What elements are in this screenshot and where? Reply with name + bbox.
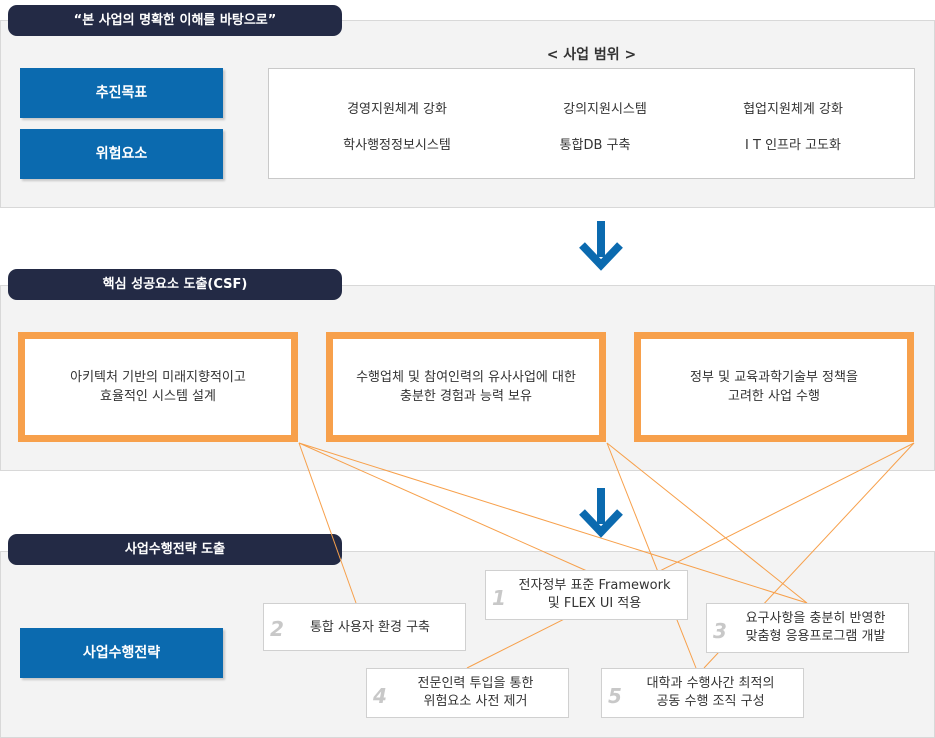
strategy-text: 및 FLEX UI 적용	[547, 596, 642, 611]
scope-item: 강의지원시스템	[563, 102, 647, 117]
scope-item: 학사행정정보시스템	[343, 138, 451, 153]
csf-text: 수행업체 및 참여인력의 유사사업에 대한	[356, 370, 576, 385]
down-arrow-icon	[579, 488, 623, 538]
strategy-text: 공동 수행 조직 구성	[656, 694, 765, 709]
section3-tab: 사업수행전략 도출	[8, 534, 342, 565]
section2-tab: 핵심 성공요소 도출(CSF)	[8, 269, 342, 300]
strategy-text: 통합 사용자 환경 구축	[309, 620, 431, 635]
down-arrow-icon	[579, 221, 623, 271]
scope-box	[268, 68, 915, 179]
strategy-box-3: 3 요구사항을 충분히 반영한 맞춤형 응용프로그램 개발	[706, 603, 909, 653]
csf-text: 정부 및 교육과학기술부 정책을	[690, 370, 858, 385]
strategy-number: 3	[713, 619, 727, 643]
csf-text: 고려한 사업 수행	[727, 389, 820, 404]
strategy-text: 요구사항을 충분히 반영한	[745, 611, 886, 626]
strategy-button[interactable]: 사업수행전략	[20, 628, 223, 678]
risk-button[interactable]: 위험요소	[20, 129, 223, 179]
scope-title: < 사업 범위 >	[546, 47, 637, 63]
strategy-box-2: 2 통합 사용자 환경 구축	[263, 603, 466, 651]
scope-item: I T 인프라 고도화	[745, 138, 841, 153]
strategy-text: 전자정부 표준 Framework	[518, 578, 671, 593]
scope-item: 경영지원체계 강화	[347, 102, 447, 117]
strategy-text: 위험요소 사전 제거	[423, 694, 528, 709]
strategy-number: 4	[373, 684, 387, 708]
strategy-box-5: 5 대학과 수행사간 최적의 공동 수행 조직 구성	[601, 668, 804, 718]
strategy-number: 5	[608, 684, 622, 708]
strategy-box-4: 4 전문인력 투입을 통한 위험요소 사전 제거	[366, 668, 569, 718]
strategy-text: 전문인력 투입을 통한	[417, 676, 534, 691]
strategy-number: 2	[270, 617, 284, 641]
strategy-text: 맞춤형 응용프로그램 개발	[745, 629, 886, 644]
scope-item: 통합DB 구축	[559, 138, 631, 153]
strategy-box-1: 1 전자정부 표준 Framework 및 FLEX UI 적용	[485, 570, 688, 620]
goal-button[interactable]: 추진목표	[20, 68, 223, 118]
section1-tab: “본 사업의 명확한 이해를 바탕으로”	[8, 5, 342, 36]
csf-text: 효율적인 시스템 설계	[100, 389, 216, 404]
strategy-number: 1	[492, 586, 506, 610]
strategy-text: 대학과 수행사간 최적의	[646, 676, 775, 691]
scope-item: 협업지원체계 강화	[743, 102, 843, 117]
csf-text: 아키텍처 기반의 미래지향적이고	[70, 370, 246, 385]
csf-text: 충분한 경험과 능력 보유	[399, 389, 532, 404]
